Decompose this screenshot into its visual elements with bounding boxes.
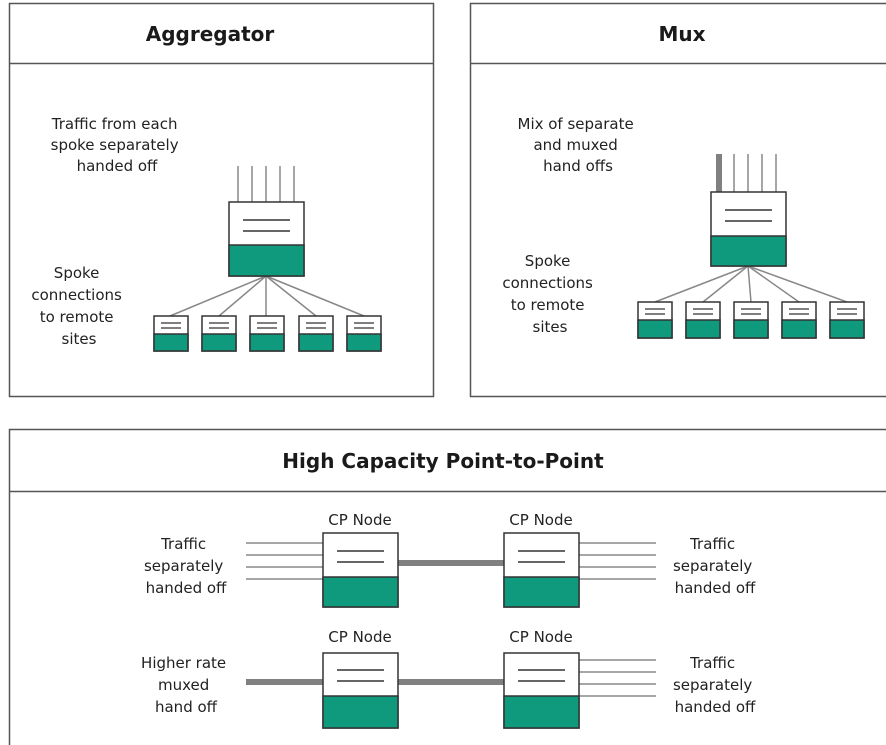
p2p-panel: High Capacity Point-to-Point CP Node CP … [8, 428, 886, 745]
mux-title: Mux [658, 22, 705, 46]
aggregator-spoke-device [298, 315, 334, 352]
mux-spoke-device [829, 301, 865, 339]
aggregator-spoke-lines [169, 275, 365, 317]
cp-node-label: CP Node [509, 628, 572, 646]
mux-spoke-device [685, 301, 721, 339]
mux-spoke-device [781, 301, 817, 339]
mux-top-label: Mix of separate and muxed hand offs [518, 115, 639, 175]
mux-spoke-device [733, 301, 769, 339]
cp-node-label: CP Node [328, 628, 391, 646]
p2p-title: High Capacity Point-to-Point [282, 449, 604, 473]
aggregator-handoff-lines [237, 166, 295, 202]
aggregator-spoke-device [201, 315, 237, 352]
aggregator-top-label: Traffic from each spoke separately hande… [51, 115, 184, 175]
mux-device [710, 191, 787, 267]
aggregator-spoke-device [346, 315, 382, 352]
cp-node-label: CP Node [509, 511, 572, 529]
mux-spoke-device [637, 301, 673, 339]
row1-right-handoff-lines [579, 542, 656, 580]
aggregator-panel: Aggregator Traffic from each spoke separ… [8, 2, 435, 398]
cp-node-device [503, 652, 580, 729]
row1-right-label: Traffic separately handed off [673, 535, 757, 597]
row2-left-label: Higher rate muxed hand off [141, 654, 231, 716]
aggregator-title: Aggregator [146, 22, 275, 46]
mux-side-label: Spoke connections to remote sites [502, 252, 597, 336]
aggregator-side-label: Spoke connections to remote sites [31, 264, 126, 348]
row1-left-label: Traffic separately handed off [144, 535, 228, 597]
aggregator-spoke-device [153, 315, 189, 352]
mux-spoke-lines [654, 265, 848, 303]
cp-node-device [322, 652, 399, 729]
mux-panel: Mux Mix of separate and muxed hand offs … [469, 2, 886, 398]
cp-node-device [322, 532, 399, 608]
cp-node-label: CP Node [328, 511, 391, 529]
aggregator-spoke-device [249, 315, 285, 352]
cp-node-device [503, 532, 580, 608]
mux-handoff-lines [716, 154, 777, 192]
aggregator-device [228, 201, 305, 277]
row2-right-handoff-lines [579, 659, 656, 697]
row1-left-handoff-lines [246, 542, 323, 580]
row2-right-label: Traffic separately handed off [673, 654, 757, 716]
